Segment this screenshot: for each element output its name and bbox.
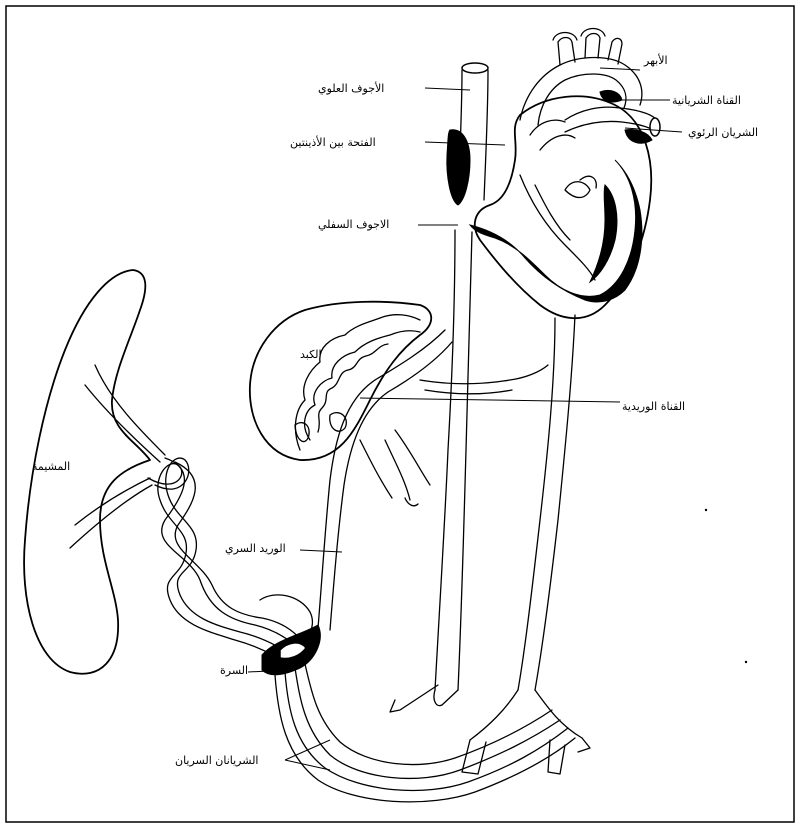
label-umbilical-vein: الوريد السري xyxy=(225,542,286,555)
label-umbilical-arteries: الشريانان السريان xyxy=(175,754,258,767)
umbilical-arteries xyxy=(275,664,575,802)
heart-shape xyxy=(470,96,651,318)
stray-mark xyxy=(745,661,747,663)
stray-mark xyxy=(705,509,707,511)
great-vessels-trunk xyxy=(390,230,590,774)
label-umbilicus: السرة xyxy=(220,664,248,677)
label-superior-vena-cava: الأجوف العلوي xyxy=(318,81,384,95)
label-ductus-venosus: القناة الوريدية xyxy=(622,400,685,413)
label-inferior-vena-cava: الاجوف السفلي xyxy=(318,218,389,231)
figure-frame xyxy=(6,6,794,822)
label-liver: الكبد xyxy=(300,348,322,361)
umbilical-vein xyxy=(318,380,388,630)
label-pulmonary-artery: الشريان الرئوي xyxy=(688,126,758,139)
label-placenta: المشيمة xyxy=(32,460,70,473)
label-aorta: الأبهر xyxy=(643,53,668,67)
label-foramen-ovale: الفتحة بين الأذينتين xyxy=(290,135,376,149)
liver-shape xyxy=(250,302,431,460)
umbilical-cord xyxy=(148,458,312,668)
ductus-venosus xyxy=(360,330,452,506)
foramen-ovale-region xyxy=(447,130,470,205)
label-ductus-arteriosus: القناة الشريانية xyxy=(672,94,741,107)
umbilicus-ring xyxy=(262,625,320,675)
